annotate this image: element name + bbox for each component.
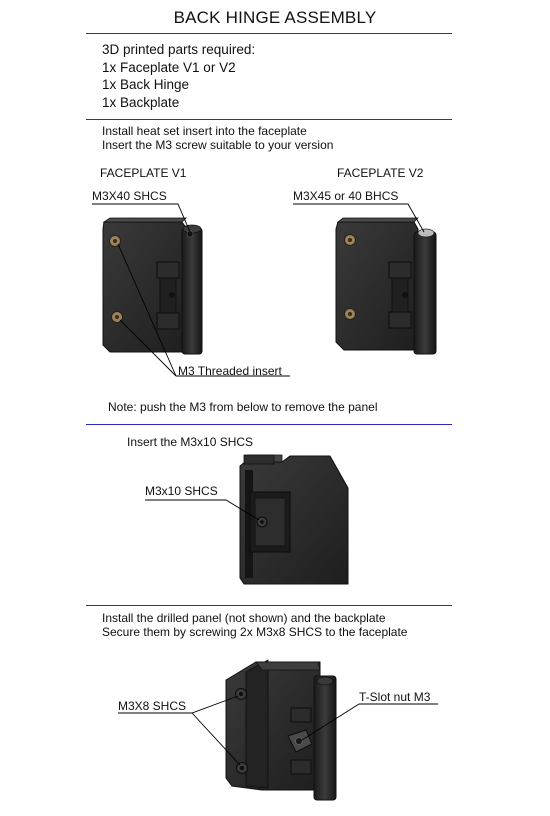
step1-line2: Insert the M3 screw suitable to your ver… [102, 138, 334, 152]
v2-screw-label: M3X45 or 40 BHCS [293, 189, 399, 203]
m3x10-label: M3x10 SHCS [145, 484, 218, 498]
step2-instructions: Insert the M3x10 SHCS [127, 435, 254, 449]
faceplate-v2-model [335, 217, 437, 355]
faceplate-v1-model [102, 217, 203, 355]
divider [86, 33, 452, 34]
parts-heading: 3D printed parts required: [102, 42, 256, 57]
part-item: 1x Faceplate V1 or V2 [102, 59, 236, 75]
step1-note: Note: push the M3 from below to remove t… [108, 400, 378, 414]
full-assembly-model [225, 659, 337, 801]
faceplate-v1-title: FACEPLATE V1 [100, 166, 187, 180]
step1-instructions: Install heat set insert into the facepla… [102, 124, 333, 152]
m3x10-leader [145, 499, 260, 521]
divider [86, 119, 452, 120]
part-item: 1x Back Hinge [102, 77, 190, 92]
step3-leader-lines [118, 695, 438, 766]
v1-screw-label: M3X40 SHCS [92, 189, 167, 203]
m3x8-label: M3X8 SHCS [118, 699, 187, 713]
divider [86, 424, 452, 425]
step3-line2: Secure them by screwing 2x M3x8 SHCS to … [102, 625, 408, 639]
part-item: 1x Backplate [102, 94, 180, 110]
tslot-nut-label: T-Slot nut M3 [359, 690, 431, 704]
page-title: BACK HINGE ASSEMBLY [173, 8, 377, 27]
threaded-insert-label: M3 Threaded insert [178, 364, 282, 378]
step3-instructions: Install the drilled panel (not shown) an… [102, 611, 407, 639]
back-hinge-model [239, 454, 349, 585]
divider [86, 605, 452, 606]
step3-line1: Install the drilled panel (not shown) an… [102, 611, 386, 625]
step1-leader-lines [92, 203, 425, 377]
step1-line1: Install heat set insert into the facepla… [102, 124, 307, 138]
parts-list: 3D printed parts required: 1x Faceplate … [102, 41, 255, 111]
faceplate-v2-title: FACEPLATE V2 [337, 166, 424, 180]
